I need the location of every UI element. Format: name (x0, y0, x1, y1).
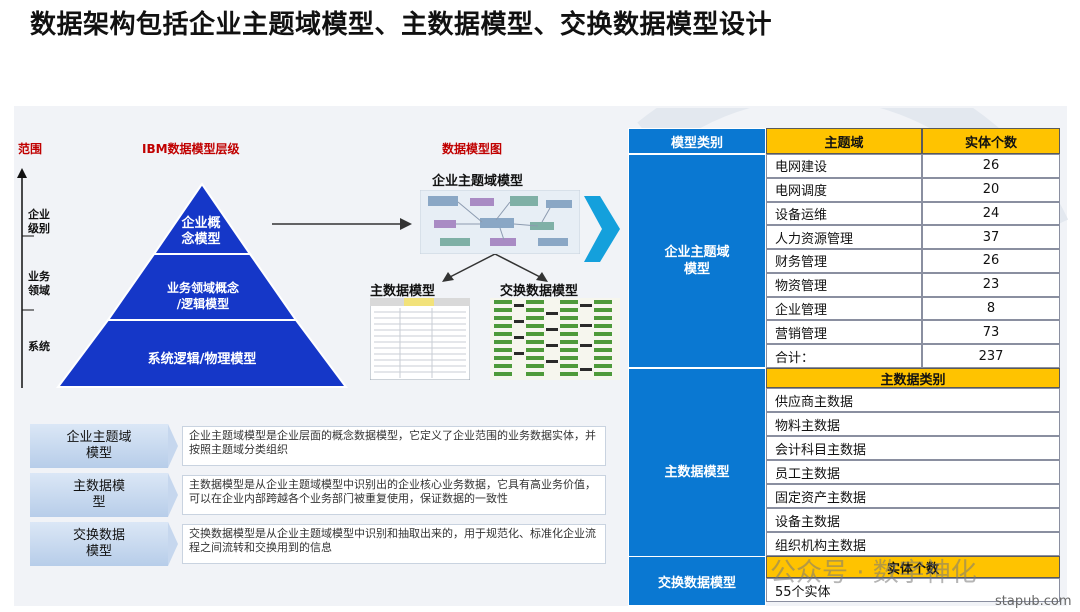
exchange-model-thumbnail (490, 298, 620, 380)
scope-level-system: 系统 (28, 340, 50, 353)
table-row-domain: 合计： (766, 344, 922, 368)
table-row-domain: 营销管理 (766, 320, 922, 345)
table-row-count: 73 (922, 320, 1060, 345)
table-row-domain: 电网建设 (766, 154, 922, 178)
master-model-caption: 主数据模型 (370, 284, 436, 299)
arrow-right-icon (168, 473, 178, 517)
table-row-count: 26 (922, 249, 1060, 273)
master-data-item: 设备主数据 (766, 508, 1060, 532)
enterprise-model-thumbnail (420, 190, 580, 254)
description-label: 主数据模 型 (30, 473, 168, 517)
scope-header: 范围 (18, 142, 43, 156)
table-header-count: 实体个数 (922, 128, 1060, 154)
master-data-item: 固定资产主数据 (766, 484, 1060, 508)
category-enterprise-model: 企业主题域 模型 (628, 154, 766, 368)
description-exchange-model: 交换数据 模型 交换数据模型是从企业主题域模型中识别和抽取出来的，用于规范化、标… (30, 522, 606, 566)
scope-level-business: 业务 领域 (28, 270, 50, 297)
scope-axis (17, 168, 34, 388)
master-data-item: 员工主数据 (766, 460, 1060, 484)
master-data-item: 会计科目主数据 (766, 436, 1060, 460)
pyramid-level-system-physical: 系统逻辑/物理模型 (147, 352, 257, 367)
branch-arrows (442, 254, 548, 282)
table-row-domain: 人力资源管理 (766, 225, 922, 250)
description-master-model: 主数据模 型 主数据模型是从企业主题域模型中识别出的企业核心业务数据，它具有高业… (30, 473, 606, 517)
table-row-count: 37 (922, 225, 1060, 250)
table-row-domain: 财务管理 (766, 249, 922, 273)
category-exchange-model: 交换数据模型 (628, 556, 766, 606)
table-row-count: 8 (922, 296, 1060, 321)
scope-level-enterprise: 企业 级别 (28, 208, 50, 235)
table-row-domain: 电网调度 (766, 177, 922, 202)
pyramid-level-enterprise-concept: 企业概 念模型 (181, 216, 221, 247)
exchange-model-caption: 交换数据模型 (500, 284, 579, 299)
description-label: 企业主题域 模型 (30, 424, 168, 468)
arrow-right-icon (168, 424, 178, 468)
table-row-count: 24 (922, 201, 1060, 226)
master-data-header: 主数据类别 (766, 368, 1060, 388)
table-row-domain: 设备运维 (766, 201, 922, 226)
table-row-count: 237 (922, 344, 1060, 368)
watermark-url: stapub.com (995, 594, 1072, 609)
model-diagram-header: 数据模型图 (442, 142, 503, 156)
description-text: 交换数据模型是从企业主题域模型中识别和抽取出来的，用于规范化、标准化企业流程之间… (182, 524, 606, 564)
table-row-domain: 企业管理 (766, 296, 922, 321)
enterprise-model-caption: 企业主题域模型 (432, 174, 524, 189)
table-header-category: 模型类别 (628, 128, 766, 154)
table-row-count: 23 (922, 272, 1060, 297)
description-enterprise-model: 企业主题域 模型 企业主题域模型是企业层面的概念数据模型，它定义了企业范围的业务… (30, 424, 606, 468)
pyramid-to-diagram-arrow (272, 218, 412, 230)
arrow-right-icon (168, 522, 178, 566)
description-text: 企业主题域模型是企业层面的概念数据模型，它定义了企业范围的业务数据实体，并按照主… (182, 426, 606, 466)
table-row-domain: 物资管理 (766, 272, 922, 297)
chevron-right-icon (584, 196, 620, 262)
watermark: 公众号 · 数字神化 (770, 558, 977, 588)
pyramid-level-business-logical: 业务领域概念 /逻辑模型 (166, 281, 239, 311)
description-label: 交换数据 模型 (30, 522, 168, 566)
master-model-thumbnail (370, 298, 470, 380)
ibm-pyramid (56, 182, 348, 388)
description-text: 主数据模型是从企业主题域模型中识别出的企业核心业务数据，它具有高业务价值，可以在… (182, 475, 606, 515)
master-data-item: 组织机构主数据 (766, 532, 1060, 556)
table-row-count: 20 (922, 177, 1060, 202)
table-header-domain: 主题域 (766, 128, 922, 154)
exchange-count-header: 实体个数 (766, 556, 1060, 578)
master-data-item: 物料主数据 (766, 412, 1060, 436)
ibm-levels-header: IBM数据模型层级 (142, 142, 240, 156)
table-row-count: 26 (922, 154, 1060, 178)
master-data-item: 供应商主数据 (766, 388, 1060, 412)
page-title: 数据架构包括企业主题域模型、主数据模型、交换数据模型设计 (30, 10, 773, 40)
exchange-count-value: 55个实体 (766, 578, 1060, 602)
category-master-model: 主数据模型 (628, 368, 766, 572)
